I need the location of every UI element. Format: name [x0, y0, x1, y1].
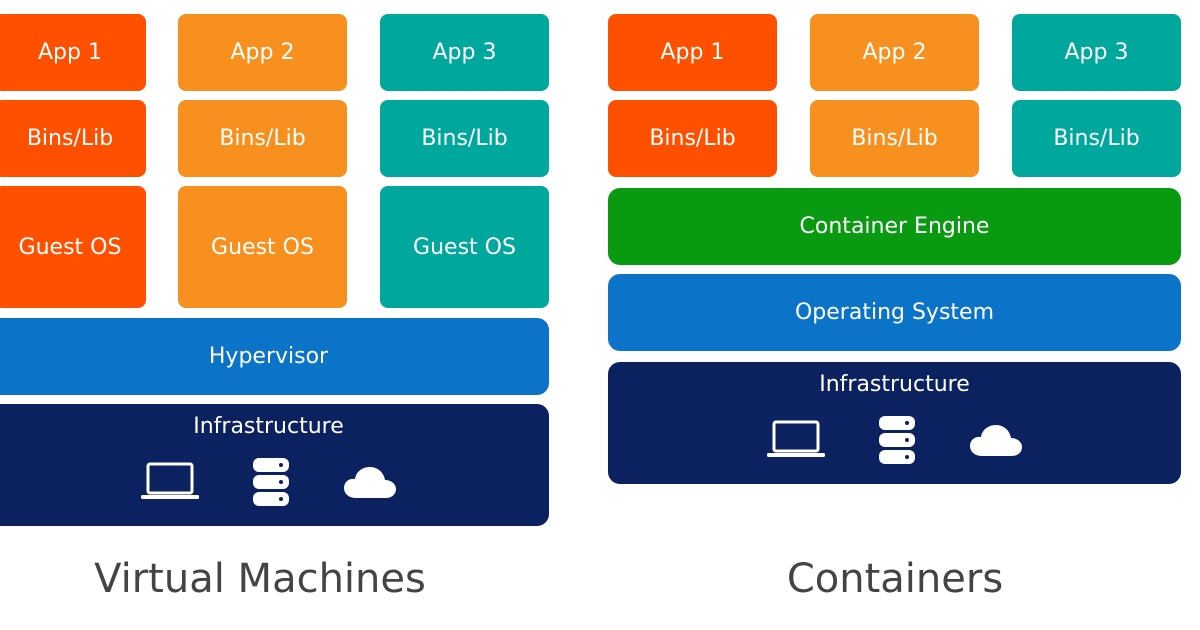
container-engine-label: Container Engine [799, 214, 990, 239]
laptop-icon [766, 420, 826, 460]
vm-guest-os-3-label: Guest OS [413, 234, 516, 260]
vm-app-1-label: App 1 [38, 40, 102, 65]
container-app-1-label: App 1 [660, 40, 725, 65]
container-bins-3: Bins/Lib [1012, 100, 1181, 177]
container-bins-2: Bins/Lib [810, 100, 979, 177]
container-app-2: App 2 [810, 14, 979, 91]
container-app-2-label: App 2 [862, 40, 927, 65]
vm-bins-1: Bins/Lib [0, 100, 146, 177]
container-bins-1-label: Bins/Lib [649, 126, 736, 151]
cloud-icon [342, 464, 398, 500]
vm-bins-3: Bins/Lib [380, 100, 549, 177]
vm-infrastructure-layer: Infrastructure [0, 404, 549, 526]
vm-infrastructure-icons [140, 457, 398, 507]
database-icon [252, 457, 290, 507]
vm-app-1: App 1 [0, 14, 146, 91]
database-icon [878, 415, 916, 465]
containers-caption: Containers [786, 556, 1004, 602]
cloud-icon [968, 422, 1024, 458]
operating-system-label: Operating System [794, 300, 995, 325]
container-infrastructure-label: Infrastructure [819, 372, 970, 397]
vm-bins-3-label: Bins/Lib [421, 126, 508, 151]
vm-app-3-label: App 3 [432, 40, 497, 65]
vm-hypervisor-label: Hypervisor [208, 344, 329, 369]
vm-guest-os-2: Guest OS [178, 186, 347, 308]
container-bins-1: Bins/Lib [608, 100, 777, 177]
container-bins-3-label: Bins/Lib [1053, 126, 1140, 151]
laptop-icon [140, 462, 200, 502]
container-app-3-label: App 3 [1064, 40, 1129, 65]
container-app-1: App 1 [608, 14, 777, 91]
vm-bins-2-label: Bins/Lib [219, 126, 306, 151]
container-app-3: App 3 [1012, 14, 1181, 91]
vm-guest-os-1: Guest OS [0, 186, 146, 308]
vm-app-3: App 3 [380, 14, 549, 91]
container-infrastructure-layer: Infrastructure [608, 362, 1181, 484]
container-infrastructure-icons [766, 415, 1024, 465]
vm-app-2-label: App 2 [230, 40, 295, 65]
vm-guest-os-1-label: Guest OS [18, 234, 122, 260]
container-bins-2-label: Bins/Lib [851, 126, 938, 151]
vm-hypervisor-layer: Hypervisor [0, 318, 549, 395]
vm-app-2: App 2 [178, 14, 347, 91]
container-engine-layer: Container Engine [608, 188, 1181, 265]
vm-bins-1-label: Bins/Lib [26, 126, 114, 151]
operating-system-layer: Operating System [608, 274, 1181, 351]
vm-bins-2: Bins/Lib [178, 100, 347, 177]
vm-infrastructure-label: Infrastructure [193, 414, 344, 439]
vm-guest-os-2-label: Guest OS [211, 234, 314, 260]
vm-guest-os-3: Guest OS [380, 186, 549, 308]
vm-caption: Virtual Machines [94, 556, 426, 602]
